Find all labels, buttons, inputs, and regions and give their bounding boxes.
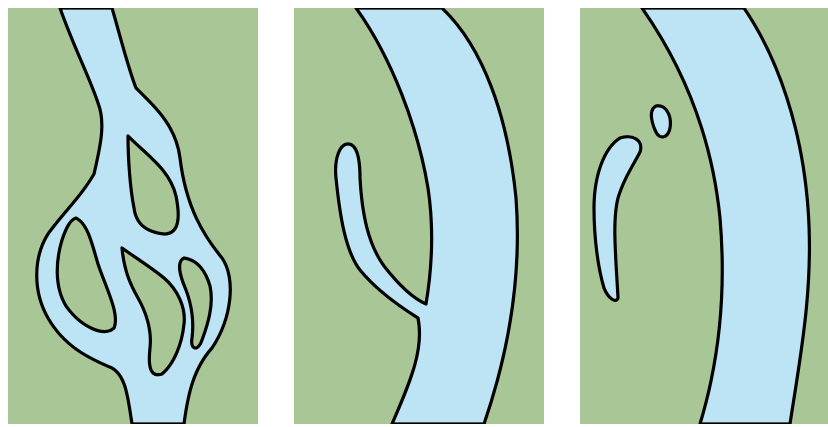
panel-braided-river [8,8,258,424]
braided-river-diagram [8,8,258,424]
oxbow-lake-diagram [580,8,828,424]
panel-oxbow-lake [580,8,828,424]
meander-cutoff-diagram [294,8,544,424]
panel-meander-cutoff [294,8,544,424]
